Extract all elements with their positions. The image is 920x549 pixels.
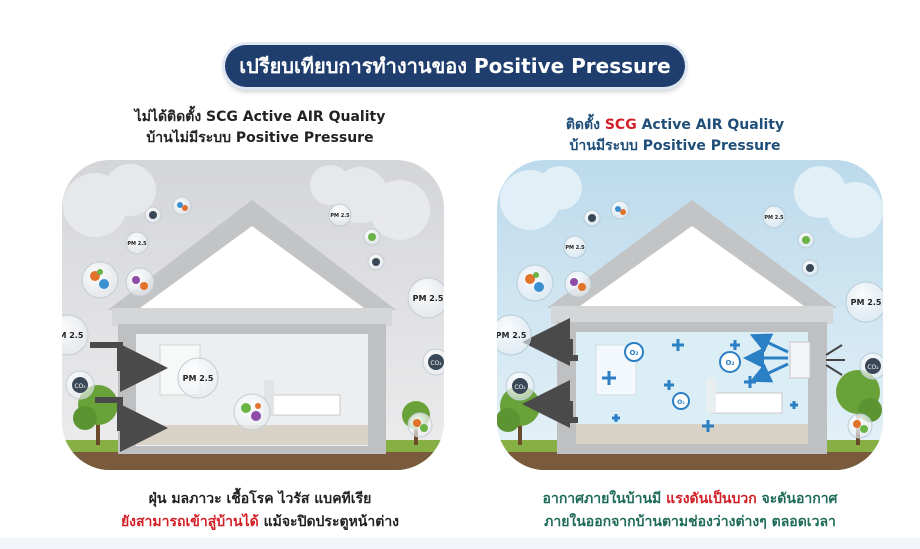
pm25-bubble: PM 2.5 <box>177 357 219 399</box>
brand-name: SCG <box>604 117 637 133</box>
virus-bubble <box>144 206 162 224</box>
virus-bubble <box>367 253 385 271</box>
intake-arrows <box>825 344 845 376</box>
pm25-bubble: PM 2.5 <box>496 314 532 356</box>
pm25-bubble: PM 2.5 <box>407 277 444 319</box>
svg-text:PM 2.5: PM 2.5 <box>851 298 882 307</box>
right-heading-line2: บ้านมีระบบ Positive Pressure <box>569 138 781 154</box>
right-clouds <box>500 166 883 238</box>
pm25-bubble: PM 2.5 <box>53 314 89 356</box>
virus-bubble <box>583 209 601 227</box>
co2-bubble: CO₂ <box>65 370 95 400</box>
right-footer: อากาศภายในบ้านมี แรงดันเป็นบวก จะดันอากา… <box>480 488 900 534</box>
left-footer-line2-rest: แม้จะปิดประตูหน้าต่าง <box>258 514 400 530</box>
right-soil <box>497 452 883 470</box>
co2-bubble: CO₂ <box>422 348 444 376</box>
right-heading-line1: ติดตั้ง SCG Active AIR Quality <box>505 115 845 136</box>
right-o2-bubbles: O₂ O₂ O₂ <box>624 342 741 410</box>
svg-text:PM 2.5: PM 2.5 <box>496 331 527 340</box>
pm25-bubble: PM 2.5 <box>563 235 587 259</box>
o2-bubble: O₂ <box>624 342 644 362</box>
svg-text:CO₂: CO₂ <box>514 384 526 391</box>
svg-text:CO₂: CO₂ <box>867 364 879 371</box>
svg-text:CO₂: CO₂ <box>74 383 86 390</box>
left-infiltration-arrows <box>90 342 168 452</box>
left-bubbles: PM 2.5 CO₂ PM 2.5 CO₂ PM 2.5 PM 2.5 PM 2… <box>53 196 444 438</box>
right-footer-line2: ภายในออกจากบ้านตามช่องว่างต่างๆ ตลอดเวลา <box>544 514 836 530</box>
virus-bubble <box>610 200 630 220</box>
svg-text:PM 2.5: PM 2.5 <box>764 215 784 221</box>
svg-text:PM 2.5: PM 2.5 <box>330 213 350 219</box>
left-soil <box>62 452 444 470</box>
svg-text:PM 2.5: PM 2.5 <box>127 241 147 247</box>
co2-bubble: CO₂ <box>505 371 535 401</box>
svg-text:PM 2.5: PM 2.5 <box>183 374 214 383</box>
air-unit <box>789 341 811 379</box>
left-footer-line1: ฝุ่น มลภาวะ เชื้อโรค ไวรัส แบคทีเรีย <box>148 491 372 507</box>
fresh-air-arrows <box>743 333 789 383</box>
pm25-bubble: PM 2.5 <box>328 203 352 227</box>
right-footer-part-b: จะดันอากาศ <box>756 491 838 507</box>
germ-bubble <box>407 412 433 438</box>
left-footer: ฝุ่น มลภาวะ เชื้อโรค ไวรัส แบคทีเรีย ยัง… <box>60 488 460 534</box>
right-scene: O₂ O₂ O₂ PM 2.5 CO₂ PM 2.5 CO₂ PM 2.5 PM… <box>496 160 883 470</box>
left-heading: ไม่ได้ติดตั้ง SCG Active AIR Quality บ้า… <box>100 107 420 149</box>
svg-text:PM 2.5: PM 2.5 <box>53 331 84 340</box>
co2-bubble: CO₂ <box>859 352 883 380</box>
pm25-bubble: PM 2.5 <box>125 231 149 255</box>
pm25-bubble: PM 2.5 <box>762 205 786 229</box>
left-clouds <box>63 164 430 240</box>
left-scene: PM 2.5 CO₂ PM 2.5 CO₂ PM 2.5 PM 2.5 PM 2… <box>53 160 444 470</box>
left-heading-line2: บ้านไม่มีระบบ Positive Pressure <box>146 130 374 146</box>
positive-pressure-markers <box>602 339 798 432</box>
right-footer-line1: อากาศภายในบ้านมี แรงดันเป็นบวก จะดันอากา… <box>480 488 900 511</box>
o2-bubble: O₂ <box>672 392 690 410</box>
svg-text:O₂: O₂ <box>677 399 685 406</box>
right-footer-part-a: อากาศภายในบ้านมี <box>542 491 667 507</box>
left-heading-line1: ไม่ได้ติดตั้ง SCG Active AIR Quality <box>134 109 386 125</box>
virus-bubble <box>797 231 815 249</box>
svg-text:PM 2.5: PM 2.5 <box>565 245 585 251</box>
svg-text:O₂: O₂ <box>725 359 734 367</box>
left-footer-line2: ยังสามารถเข้าสู่บ้านได้ แม้จะปิดประตูหน้… <box>60 511 460 534</box>
germ-bubble <box>516 264 554 302</box>
virus-bubble <box>363 228 381 246</box>
left-footer-warning: ยังสามารถเข้าสู่บ้านได้ <box>120 514 259 530</box>
virus-bubble <box>172 196 192 216</box>
o2-bubble: O₂ <box>719 351 741 373</box>
svg-text:CO₂: CO₂ <box>430 360 442 367</box>
virus-bubble <box>801 259 819 277</box>
right-footer-highlight: แรงดันเป็นบวก <box>666 491 757 507</box>
left-house <box>108 200 396 454</box>
pm25-bubble: PM 2.5 <box>845 281 883 323</box>
page-title: เปรียบเทียบการทำงานของ Positive Pressure <box>225 45 685 87</box>
germ-bubble <box>233 393 271 431</box>
right-heading: ติดตั้ง SCG Active AIR Quality บ้านมีระบ… <box>505 115 845 157</box>
germ-bubble <box>564 270 592 298</box>
right-heading-suffix: Active AIR Quality <box>636 117 785 133</box>
germ-bubble <box>81 261 119 299</box>
right-exhaust-arrows <box>522 318 578 428</box>
svg-text:PM 2.5: PM 2.5 <box>413 294 444 303</box>
bottom-band <box>0 538 920 549</box>
svg-text:O₂: O₂ <box>629 349 638 357</box>
germ-bubble <box>847 413 873 439</box>
germ-bubble <box>125 267 155 297</box>
right-bubbles: PM 2.5 CO₂ PM 2.5 CO₂ PM 2.5 PM 2.5 <box>496 200 883 439</box>
right-heading-prefix: ติดตั้ง <box>565 117 605 133</box>
